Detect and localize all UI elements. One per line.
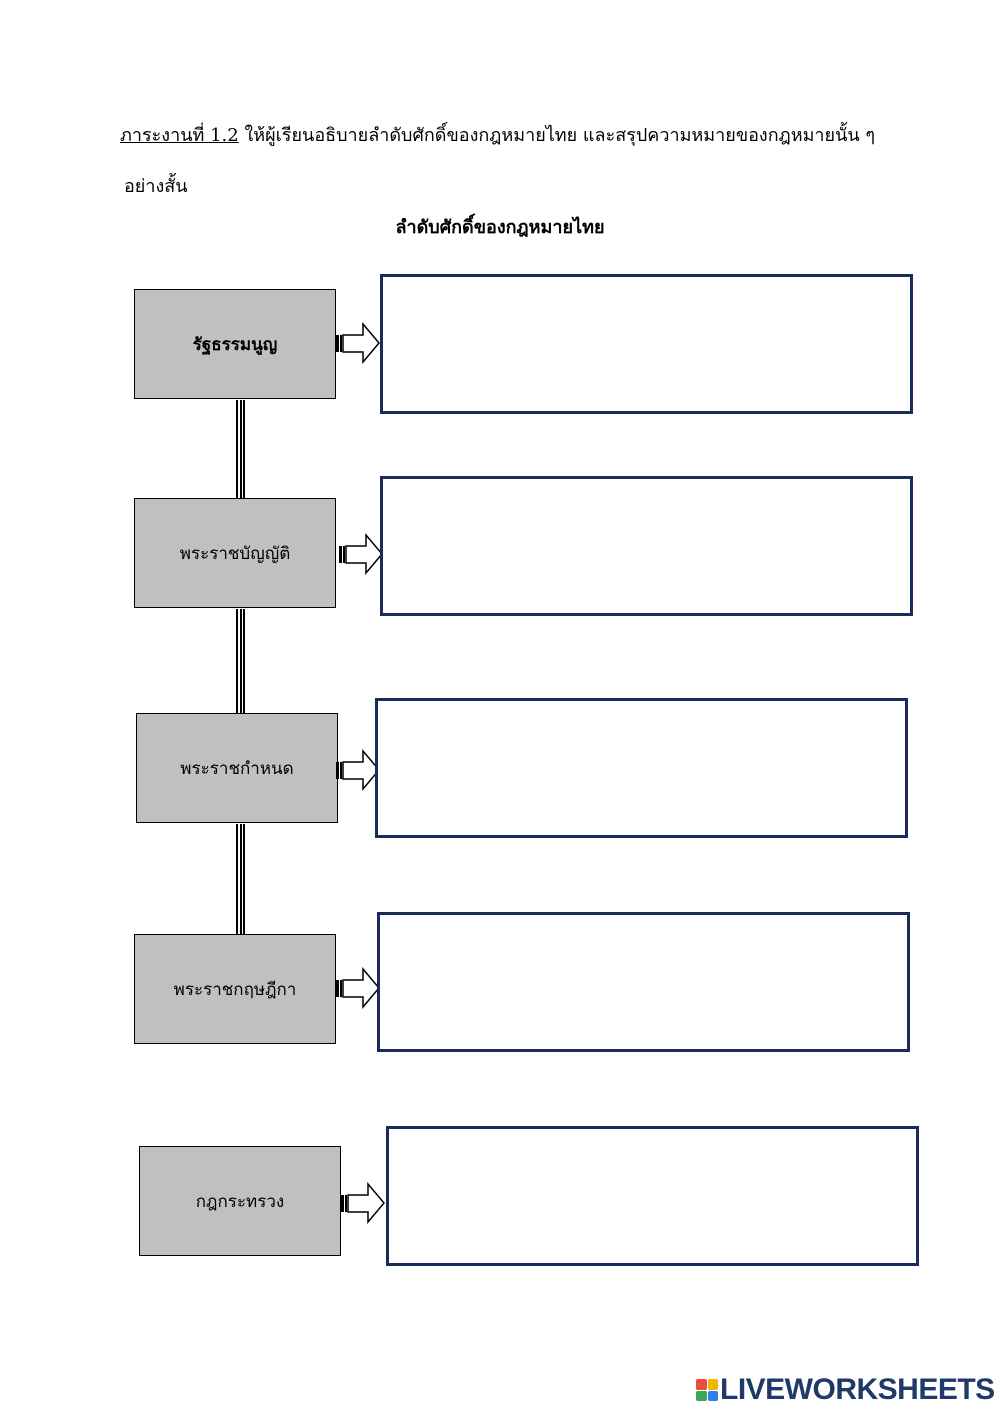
logo-mark-tile <box>696 1379 707 1390</box>
logo-mark-icon <box>696 1379 718 1401</box>
logo-text: LIVEWORKSHEETS <box>720 1373 995 1406</box>
answer-box-constitution[interactable] <box>380 274 913 414</box>
right-arrow-icon <box>336 967 380 1009</box>
law-label: รัฐธรรมนูญ <box>192 334 278 355</box>
logo-mark-tile <box>707 1390 718 1401</box>
law-box-ministerial-regulation: กฎกระทรวง <box>139 1146 341 1256</box>
connector-line <box>236 824 245 934</box>
task-label: ภาระงานที่ 1.2 <box>120 125 239 146</box>
right-arrow-icon <box>339 533 383 575</box>
law-label: กฎกระทรวง <box>195 1191 285 1212</box>
answer-box-act[interactable] <box>380 476 913 616</box>
instruction-text: ให้ผู้เรียนอธิบายลำดับศักดิ์ของกฎหมายไทย… <box>238 125 876 146</box>
liveworksheets-logo: LIVEWORKSHEETS <box>696 1373 995 1407</box>
connector-line <box>236 400 245 498</box>
logo-mark-tile <box>696 1390 707 1401</box>
law-box-emergency-decree: พระราชกำหนด <box>136 713 338 823</box>
instruction-line-2: อย่างสั้น <box>124 176 188 197</box>
law-box-act: พระราชบัญญัติ <box>134 498 336 608</box>
law-label: พระราชบัญญัติ <box>179 543 291 564</box>
right-arrow-icon <box>336 749 380 791</box>
law-label: พระราชกฤษฎีกา <box>173 979 297 1000</box>
answer-box-royal-decree[interactable] <box>377 912 910 1052</box>
law-box-constitution: รัฐธรรมนูญ <box>134 289 336 399</box>
diagram-title: ลำดับศักดิ์ของกฎหมายไทย <box>395 217 605 238</box>
right-arrow-icon <box>341 1182 385 1224</box>
right-arrow-icon <box>336 322 380 364</box>
instruction-line-1: ภาระงานที่ 1.2 ให้ผู้เรียนอธิบายลำดับศัก… <box>120 126 875 146</box>
answer-box-ministerial-regulation[interactable] <box>386 1126 919 1266</box>
logo-mark-tile <box>707 1379 718 1390</box>
answer-box-emergency-decree[interactable] <box>375 698 908 838</box>
law-label: พระราชกำหนด <box>180 758 294 779</box>
law-box-royal-decree: พระราชกฤษฎีกา <box>134 934 336 1044</box>
connector-line <box>236 609 245 713</box>
